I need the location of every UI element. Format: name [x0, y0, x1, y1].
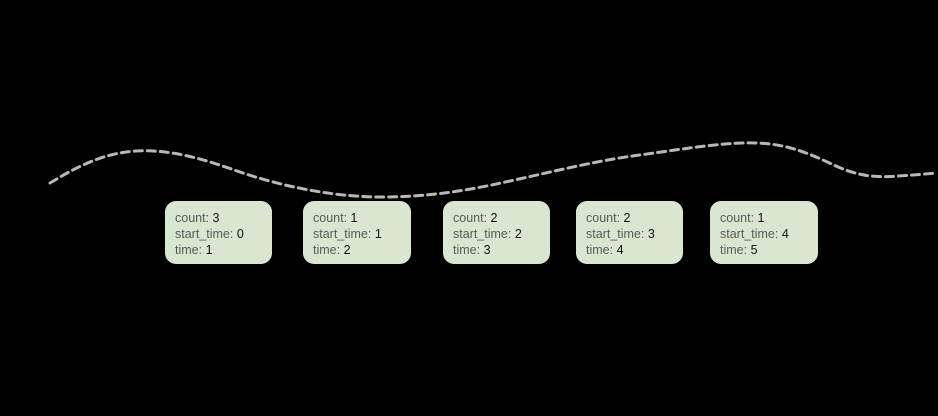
window-field: count: 1 — [313, 210, 405, 226]
window-field-value: 2 — [490, 211, 498, 225]
window-field-value: 4 — [616, 243, 624, 257]
window-field-label: start_time: — [586, 227, 645, 241]
window-field-value: 1 — [350, 211, 358, 225]
window-field: time: 4 — [586, 242, 677, 258]
window-field: count: 2 — [586, 210, 677, 226]
window-field-label: time: — [313, 243, 341, 257]
window-field-value: 3 — [212, 211, 220, 225]
window-field: count: 3 — [175, 210, 266, 226]
window-field: time: 1 — [175, 242, 266, 258]
window-field-value: 2 — [514, 227, 522, 241]
window-field-value: 4 — [781, 227, 789, 241]
window-field-value: 1 — [205, 243, 213, 257]
window-field: start_time: 4 — [720, 226, 812, 242]
window-field: start_time: 2 — [453, 226, 544, 242]
window-field: start_time: 3 — [586, 226, 677, 242]
window-field: start_time: 1 — [313, 226, 405, 242]
trend-curve-path — [48, 141, 938, 199]
window-field: count: 2 — [453, 210, 544, 226]
window-field: time: 5 — [720, 242, 812, 258]
window-field-label: time: — [175, 243, 203, 257]
window-field-label: time: — [720, 243, 748, 257]
window-field-label: count: — [175, 211, 210, 225]
window-field-label: start_time: — [175, 227, 234, 241]
window-field: start_time: 0 — [175, 226, 266, 242]
window-field-value: 2 — [343, 243, 351, 257]
window-field: time: 3 — [453, 242, 544, 258]
window-field-value: 3 — [647, 227, 655, 241]
window-field-value: 5 — [750, 243, 758, 257]
window-field-value: 1 — [757, 211, 765, 225]
window-field: count: 1 — [720, 210, 812, 226]
window-field-label: start_time: — [720, 227, 779, 241]
window-field: time: 2 — [313, 242, 405, 258]
window-field-label: time: — [586, 243, 614, 257]
window-field-value: 1 — [374, 227, 382, 241]
window-field-label: count: — [720, 211, 755, 225]
window-field-label: start_time: — [453, 227, 512, 241]
window-field-value: 0 — [236, 227, 244, 241]
window-field-label: count: — [313, 211, 348, 225]
window-field-value: 3 — [483, 243, 491, 257]
window-field-label: count: — [586, 211, 621, 225]
window-field-label: count: — [453, 211, 488, 225]
window-field-label: time: — [453, 243, 481, 257]
window-field-label: start_time: — [313, 227, 372, 241]
window-field-value: 2 — [623, 211, 631, 225]
